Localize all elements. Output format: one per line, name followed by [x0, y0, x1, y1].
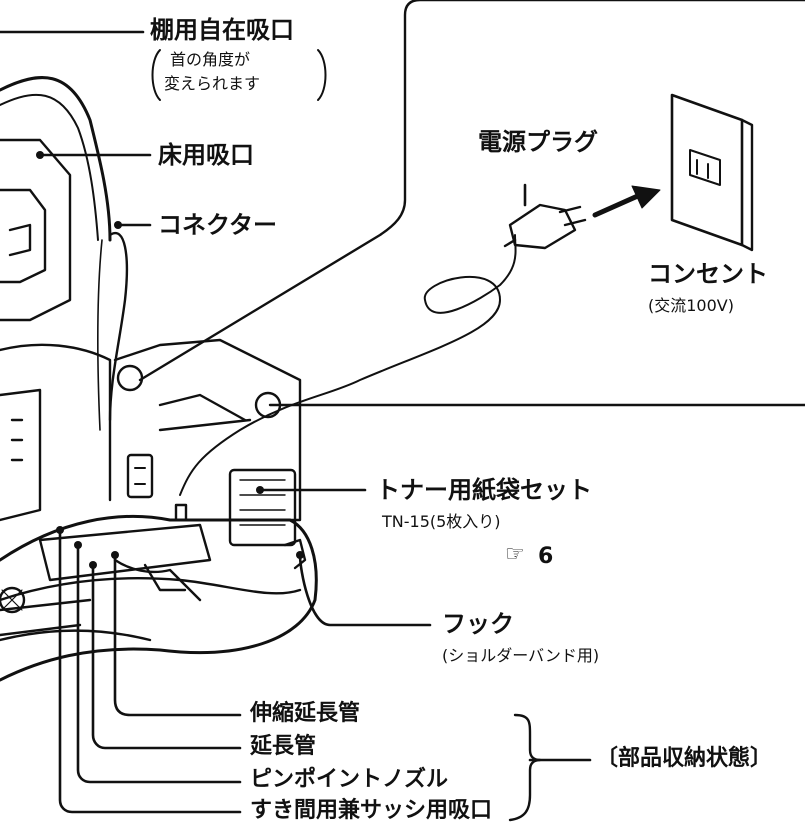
outlet-note: (交流100V) [648, 296, 734, 315]
extension-pipe-label: 延長管 [250, 734, 317, 759]
shelf-nozzle-note-line2: 変えられます [164, 74, 261, 93]
toner-bag-set-label: トナー用紙袋セット [376, 476, 592, 504]
enlarged-view-frame [138, 0, 805, 382]
shelf-nozzle-label: 棚用自在吸口 [150, 16, 294, 44]
storage-bracket [508, 713, 542, 822]
outlet-label: コンセント [648, 260, 768, 288]
page-reference: 6 [538, 544, 554, 569]
hook-note: (ショルダーバンド用) [442, 646, 600, 665]
floor-nozzle-label: 床用吸口 [158, 141, 254, 169]
pinpoint-nozzle-label: ピンポイントノズル [250, 767, 449, 792]
pointing-hand-icon: ☞ [505, 542, 525, 567]
wall-outlet-illustration [670, 93, 754, 252]
toner-bag-model: TN-15(5枚入り) [382, 512, 501, 531]
power-plug-label: 電源プラグ [478, 128, 598, 156]
vacuum-illustration [0, 76, 517, 682]
storage-state-label: 〔部品収納状態〕 [596, 746, 773, 771]
connector-label: コネクター [158, 211, 278, 239]
crevice-nozzle-label: すき間用兼サッシ用吸口 [250, 798, 493, 823]
leader-lines [0, 30, 592, 814]
shelf-nozzle-note-line1: 首の角度が [170, 50, 251, 69]
power-plug-illustration [503, 185, 661, 250]
hook-label: フック [442, 610, 514, 638]
telescopic-pipe-label: 伸縮延長管 [250, 701, 361, 726]
